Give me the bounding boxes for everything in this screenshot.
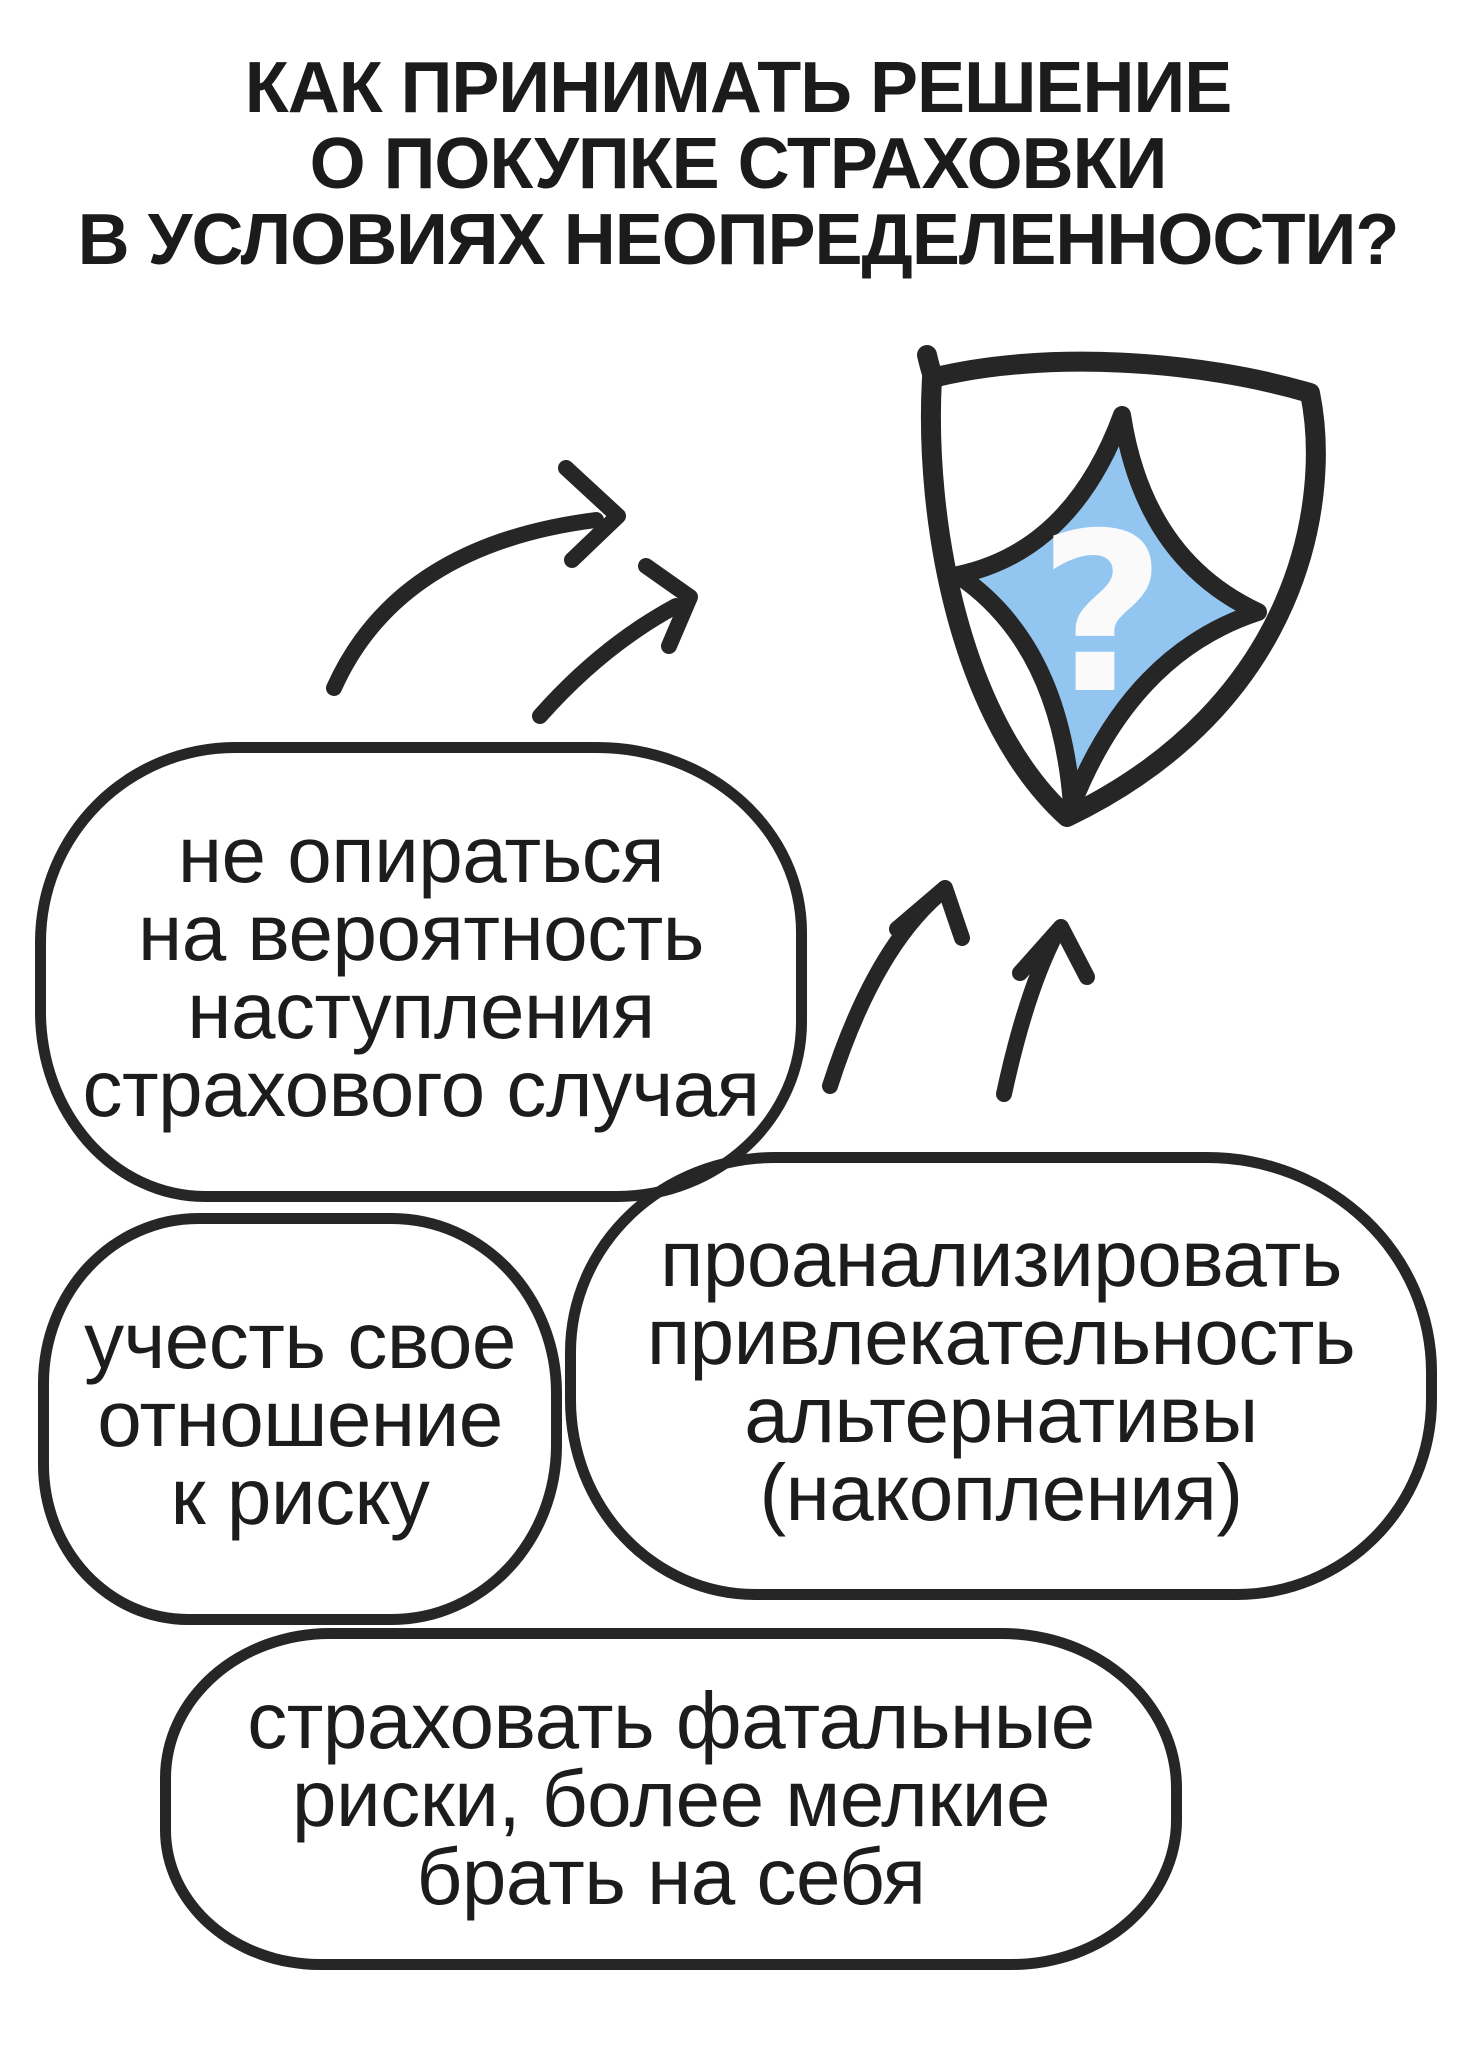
speech-bubble-fatal-risks: страховать фатальные риски, более мелкие… — [160, 1628, 1182, 1970]
bubble-text-line: проанализировать — [660, 1214, 1342, 1303]
bubble-text-line: учесть свое — [84, 1296, 516, 1385]
speech-bubble-risk-attitude: учесть свое отношение к риску — [38, 1213, 562, 1625]
question-mark: ? — [1038, 486, 1166, 742]
bubble-text-line: альтернативы — [744, 1370, 1258, 1459]
bubble-text-line: страховать фатальные — [247, 1676, 1095, 1765]
curved-arrow-icon-4 — [996, 919, 1095, 1102]
title-line-1: КАК ПРИНИМАТЬ РЕШЕНИЕ — [244, 48, 1232, 128]
bubble-text-line: (накопления) — [759, 1448, 1243, 1537]
bubble-text-line: на вероятность — [138, 888, 704, 977]
speech-bubble-alternative-analysis: проанализировать привлекательность альте… — [565, 1152, 1437, 1600]
bubble-text-line: отношение — [97, 1374, 503, 1463]
curved-arrow-icon-1 — [326, 460, 626, 696]
bubble-text-line: риски, более мелкие — [292, 1754, 1050, 1843]
bubble-text-line: к риску — [170, 1452, 430, 1541]
bubble-text-line: брать на себя — [416, 1832, 926, 1921]
infographic-title: КАК ПРИНИМАТЬ РЕШЕНИЕ О ПОКУПКЕ СТРАХОВК… — [0, 50, 1476, 278]
uncertainty-star-shape — [949, 406, 1267, 814]
title-line-3: В УСЛОВИЯХ НЕОПРЕДЕЛЕННОСТИ? — [77, 200, 1400, 280]
shield-pen-stub — [917, 345, 944, 390]
curved-arrow-icon-3 — [822, 880, 970, 1094]
bubble-text-line: страхового случая — [82, 1044, 760, 1133]
curved-arrow-icon-2 — [532, 558, 698, 724]
shield-icon: ? — [917, 345, 1326, 827]
bubble-text-line: привлекательность — [646, 1292, 1356, 1381]
speech-bubble-probability: не опираться на вероятность наступления … — [35, 742, 807, 1202]
bubble-text-line: не опираться — [177, 810, 665, 899]
bubble-text-line: наступления — [187, 966, 655, 1055]
title-line-2: О ПОКУПКЕ СТРАХОВКИ — [309, 124, 1168, 204]
